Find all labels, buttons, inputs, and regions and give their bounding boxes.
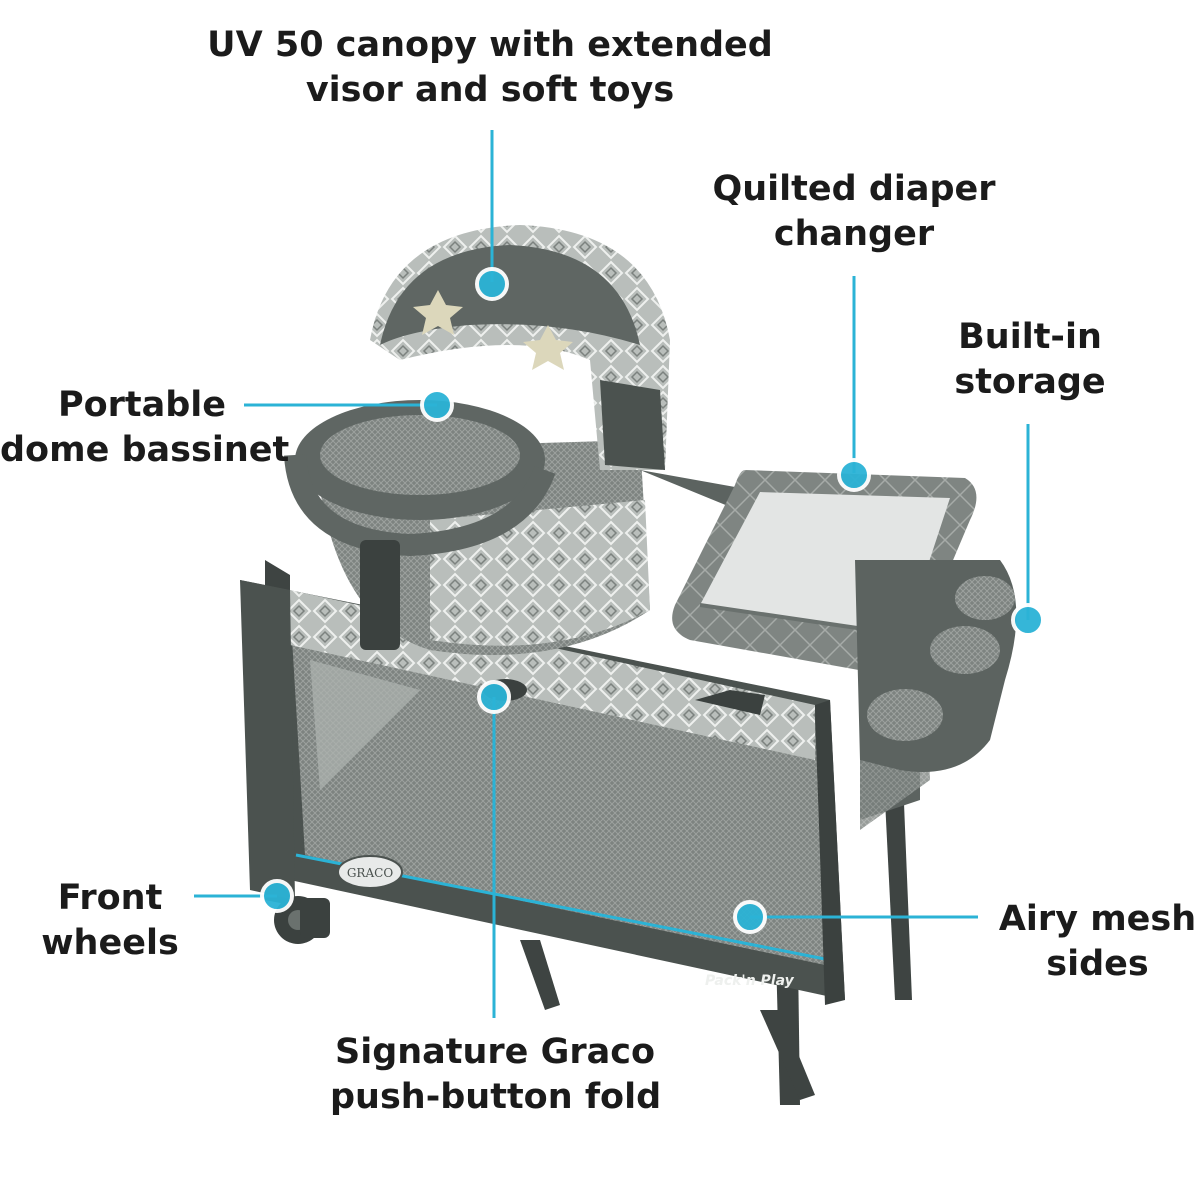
label-wheels: Front wheels [20, 876, 200, 966]
label-fold: Signature Graco push-button fold [330, 1030, 662, 1120]
star-toy-icon [523, 325, 573, 370]
dot-changer [837, 458, 871, 492]
graco-logo: GRACO [347, 866, 393, 880]
dot-canopy [475, 267, 509, 301]
dot-mesh [733, 900, 767, 934]
label-storage-line2: storage [954, 362, 1106, 402]
pack-n-play-logo: Pack'n Play [705, 973, 795, 989]
callout-markers [194, 130, 1030, 1018]
star-toy-icon [413, 290, 463, 335]
label-canopy: UV 50 canopy with extended visor and sof… [190, 23, 790, 113]
label-changer-line2: changer [773, 214, 935, 254]
label-fold-line2: push-button fold [330, 1077, 662, 1117]
label-canopy-line1: UV 50 canopy with extended [207, 25, 773, 65]
label-storage: Built-in storage [930, 315, 1130, 405]
callout-dots [260, 267, 1045, 934]
dot-wheels [260, 879, 294, 913]
label-fold-line1: Signature Graco [334, 1032, 656, 1072]
label-mesh: Airy mesh sides [995, 897, 1200, 987]
storage-organizer [855, 560, 1017, 772]
dome-bassinet [284, 225, 670, 655]
label-mesh-line2: sides [1046, 944, 1149, 984]
label-bassinet-line2: dome bassinet [0, 430, 290, 470]
label-bassinet-line1: Portable [57, 385, 227, 425]
label-wheels-line1: Front [57, 878, 163, 918]
label-changer: Quilted diaper changer [704, 167, 1004, 257]
dot-bassinet [420, 388, 454, 422]
label-changer-line1: Quilted diaper [712, 169, 996, 209]
label-mesh-line1: Airy mesh [998, 899, 1197, 939]
label-canopy-line2: visor and soft toys [305, 70, 675, 110]
dot-fold [477, 680, 511, 714]
label-bassinet: Portable dome bassinet [0, 383, 290, 473]
label-storage-line1: Built-in [958, 317, 1102, 357]
label-wheels-line2: wheels [41, 923, 179, 963]
dot-storage [1011, 603, 1045, 637]
